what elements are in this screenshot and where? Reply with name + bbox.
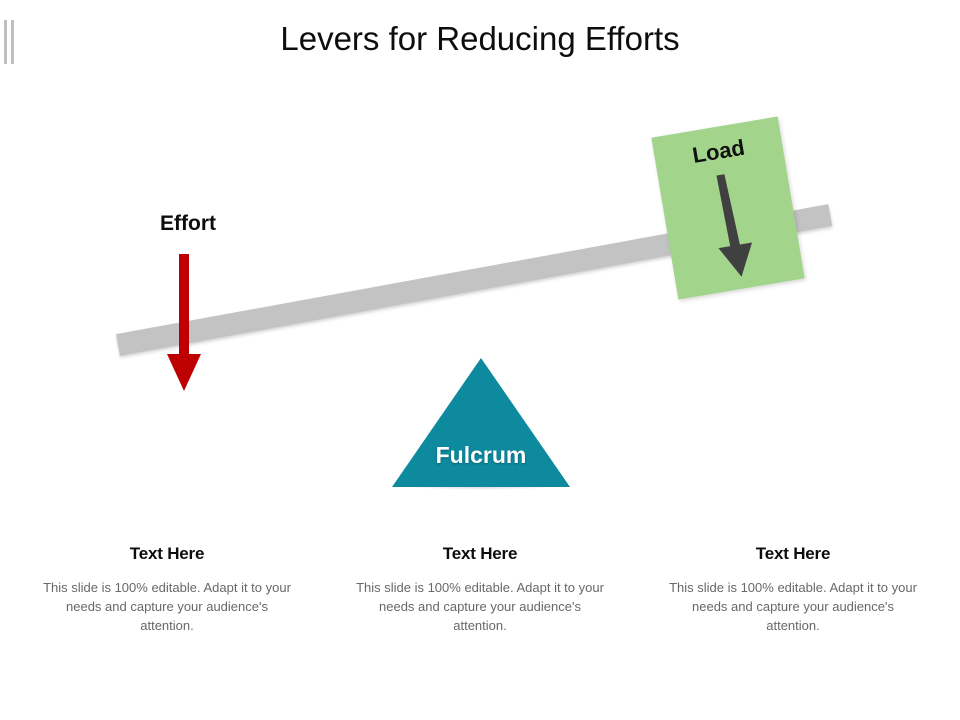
caption-heading: Text Here xyxy=(755,544,831,563)
effort-label: Effort xyxy=(160,212,216,235)
fulcrum-container[interactable]: Fulcrum xyxy=(392,358,570,492)
deco-bar-left xyxy=(4,20,7,64)
load-box[interactable]: Load xyxy=(651,116,805,300)
caption-body: This slide is 100% editable. Adapt it to… xyxy=(669,580,917,633)
fulcrum-label: Fulcrum xyxy=(435,442,527,468)
effort-down-arrow-icon xyxy=(158,254,210,394)
page-title: Levers for Reducing Efforts xyxy=(280,20,680,57)
caption-column-3: Text Here This slide is 100% editable. A… xyxy=(650,544,936,635)
caption-body: This slide is 100% editable. Adapt it to… xyxy=(43,580,291,633)
caption-body: This slide is 100% editable. Adapt it to… xyxy=(356,580,604,633)
caption-column-1: Text Here This slide is 100% editable. A… xyxy=(24,544,310,635)
caption-heading: Text Here xyxy=(129,544,205,563)
caption-row: Text Here This slide is 100% editable. A… xyxy=(0,544,960,635)
load-down-arrow-icon xyxy=(693,170,770,288)
deco-bar-right xyxy=(11,20,14,64)
fulcrum-triangle xyxy=(392,358,570,487)
caption-column-2: Text Here This slide is 100% editable. A… xyxy=(337,544,623,635)
caption-heading: Text Here xyxy=(442,544,518,563)
double-vertical-bars-icon xyxy=(4,20,16,64)
load-label: Load xyxy=(690,134,747,168)
